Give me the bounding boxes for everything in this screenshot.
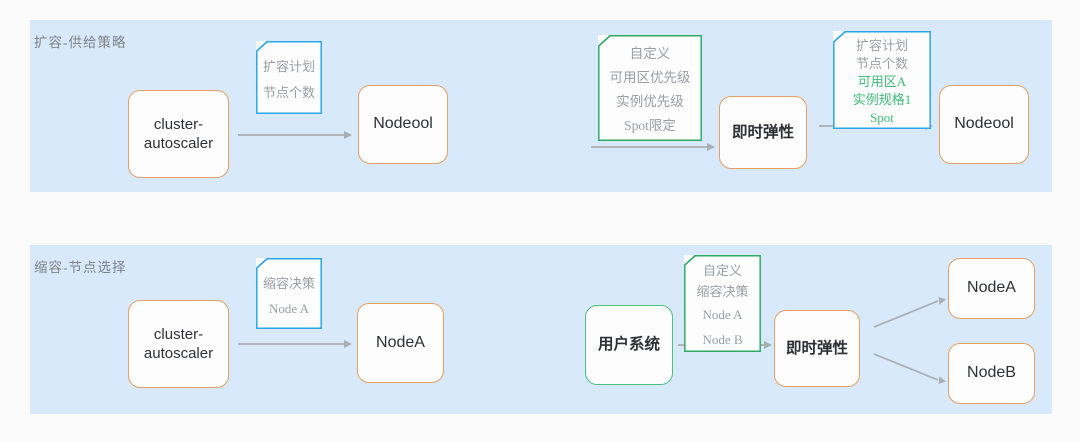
note-line: 自定义 — [629, 46, 671, 61]
node-user-system[interactable]: 用户系统 — [585, 305, 673, 385]
note-scale-plan-resolved[interactable]: 扩容计划 节点个数 可用区A 实例规格1 Spot — [833, 31, 931, 129]
note-line: 节点个数 — [855, 56, 908, 71]
note-custom-supply-lines: 自定义 可用区优先级 实例优先级 Spot限定 — [598, 38, 702, 138]
note-line: 实例规格1 — [852, 92, 912, 107]
note-shape — [256, 41, 322, 114]
panel-scale-out-title: 扩容-供给策略 — [34, 35, 127, 50]
node-nodepool-out-1[interactable]: Nodeool — [358, 85, 448, 164]
note-line: 可用区优先级 — [609, 70, 691, 85]
note-line: 缩容决策 — [262, 275, 315, 291]
note-scale-in-decision[interactable]: 缩容决策 Node A — [256, 258, 322, 329]
note-scale-plan-resolved-lines: 扩容计划 节点个数 可用区A 实例规格1 Spot — [833, 33, 931, 127]
note-shape — [256, 258, 322, 329]
note-custom-supply[interactable]: 自定义 可用区优先级 实例优先级 Spot限定 — [598, 35, 702, 141]
note-line: Node B — [702, 331, 743, 347]
panel-scale-in-title: 缩容-节点选择 — [34, 260, 127, 275]
note-line: Spot — [870, 110, 894, 125]
note-shape — [598, 35, 702, 141]
note-line: 实例优先级 — [616, 94, 684, 109]
note-line: Node A — [702, 306, 743, 322]
node-nodea-in-2[interactable]: NodeA — [948, 258, 1035, 319]
node-cluster-autoscaler-in[interactable]: cluster- autoscaler — [128, 300, 229, 388]
node-nodepool-out-2[interactable]: Nodeool — [939, 85, 1029, 164]
node-nodea-in-1[interactable]: NodeA — [357, 303, 444, 383]
node-elasticity-in[interactable]: 即时弹性 — [774, 310, 860, 387]
note-shape — [833, 31, 931, 129]
note-custom-scale-in[interactable]: 自定义 缩容决策 Node A Node B — [684, 255, 761, 352]
note-shape — [684, 255, 761, 352]
note-custom-scale-in-lines: 自定义 缩容决策 Node A Node B — [684, 256, 761, 352]
note-line: 节点个数 — [262, 84, 315, 100]
note-line: 自定义 — [702, 262, 742, 278]
node-cluster-autoscaler-out[interactable]: cluster- autoscaler — [128, 90, 229, 178]
note-scale-plan[interactable]: 扩容计划 节点个数 — [256, 41, 322, 114]
note-scale-plan-lines: 扩容计划 节点个数 — [256, 50, 322, 106]
note-line: 扩容计划 — [262, 58, 315, 74]
note-line: 扩容计划 — [855, 38, 908, 53]
note-line: 缩容决策 — [696, 283, 749, 299]
node-nodeb-in[interactable]: NodeB — [948, 343, 1035, 404]
note-line: Node A — [268, 300, 310, 316]
note-scale-in-decision-lines: 缩容决策 Node A — [256, 267, 322, 321]
note-line: Spot限定 — [624, 118, 676, 133]
node-elasticity-out[interactable]: 即时弹性 — [719, 96, 807, 169]
note-line: 可用区A — [857, 74, 907, 89]
